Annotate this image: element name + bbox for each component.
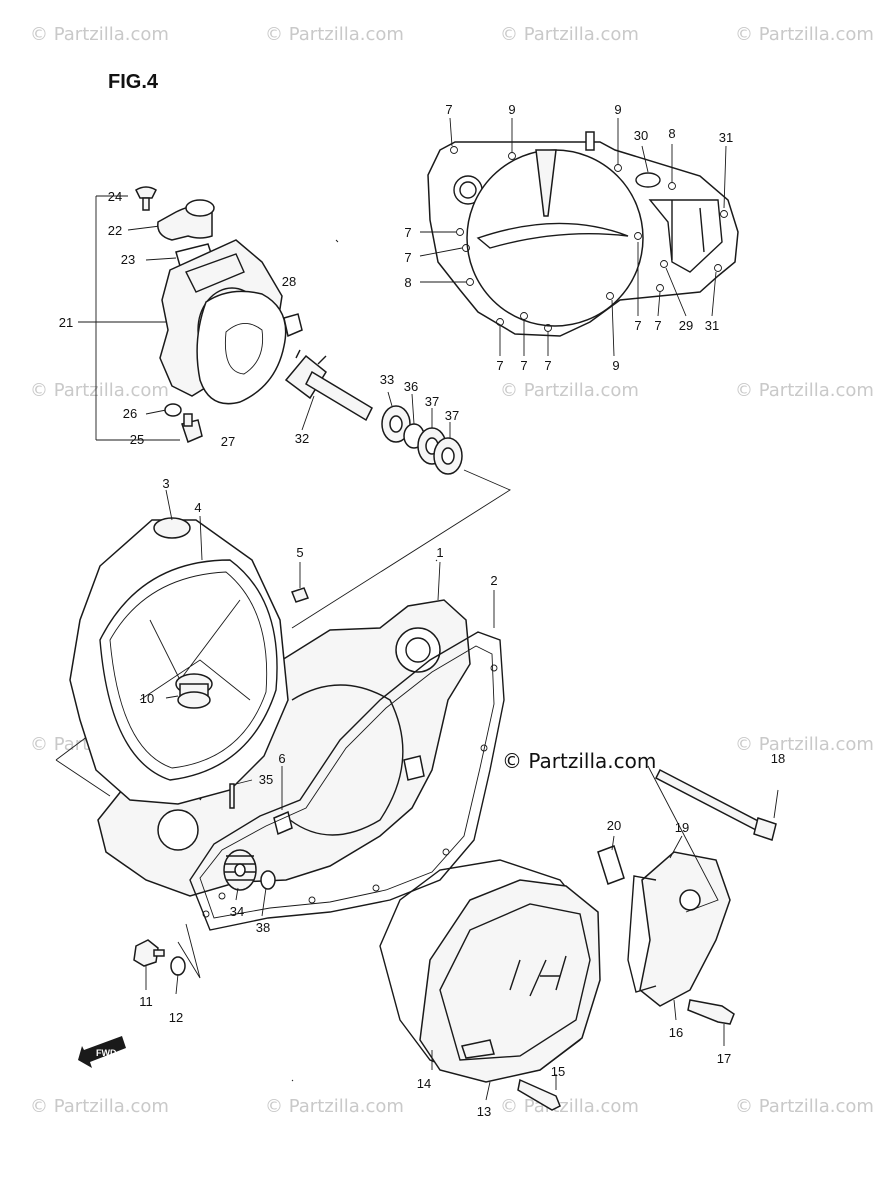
callout-37: 37 xyxy=(445,408,459,423)
callout-25: 25 xyxy=(130,432,144,447)
callout-37: 37 xyxy=(425,394,439,409)
callout-9: 9 xyxy=(508,102,515,117)
watermark: © Partzilla.com xyxy=(735,380,874,401)
spacer xyxy=(597,845,625,885)
leader-lines-middle xyxy=(145,489,779,1101)
callout-26: 26 xyxy=(123,406,137,421)
callout-15: 15 xyxy=(551,1064,565,1079)
callout-32: 32 xyxy=(295,431,309,446)
callout-17: 17 xyxy=(717,1051,731,1066)
callout-7: 7 xyxy=(404,250,411,265)
callout-5: 5 xyxy=(296,545,303,560)
dowel xyxy=(273,810,293,836)
watermark: © Partzilla.com xyxy=(735,1096,874,1117)
watermark: © Partzilla.com xyxy=(500,1096,639,1117)
callout-7: 7 xyxy=(404,225,411,240)
callout-33: 33 xyxy=(380,372,394,387)
watermark: © Partzilla.com xyxy=(265,1096,404,1117)
callout-8: 8 xyxy=(404,275,411,290)
callout-6: 6 xyxy=(278,751,285,766)
callout-labels: 7 9 9 30 8 31 7 7 8 7 7 29 31 7 7 7 9 24… xyxy=(59,102,785,1119)
bolt-washer-11-12 xyxy=(133,923,201,979)
registration-marks xyxy=(291,239,438,1082)
callout-27: 27 xyxy=(221,434,235,449)
callout-9: 9 xyxy=(614,102,621,117)
long-bolt xyxy=(647,765,777,913)
callout-13: 13 xyxy=(477,1104,491,1119)
callout-31: 31 xyxy=(705,318,719,333)
callout-3: 3 xyxy=(162,476,169,491)
watermark: © Partzilla.com xyxy=(30,24,169,45)
callout-22: 22 xyxy=(108,223,122,238)
watermark: © Partzilla.com xyxy=(500,24,639,45)
clutch-cover-inner xyxy=(69,517,289,805)
figure-title: FIG.4 xyxy=(108,71,159,93)
callout-11: 11 xyxy=(139,994,153,1009)
circlip xyxy=(260,870,276,890)
footer-mark xyxy=(320,1176,554,1186)
callout-36: 36 xyxy=(404,379,418,394)
callout-7: 7 xyxy=(445,102,452,117)
leader-lines-top-right xyxy=(419,117,727,357)
forward-arrow: FWD xyxy=(78,1036,126,1068)
callout-30: 30 xyxy=(634,128,648,143)
callout-38: 38 xyxy=(256,920,270,935)
callout-28: 28 xyxy=(282,274,296,289)
callout-31: 31 xyxy=(719,130,733,145)
callout-24: 24 xyxy=(108,189,122,204)
clutch-cover-outer xyxy=(427,131,739,337)
callout-19: 19 xyxy=(675,820,689,835)
callout-2: 2 xyxy=(490,573,497,588)
callout-7: 7 xyxy=(634,318,641,333)
dowel-pin xyxy=(291,587,309,603)
bearing-set xyxy=(381,391,463,475)
callout-10: 10 xyxy=(140,691,154,706)
callout-18: 18 xyxy=(771,751,785,766)
fwd-label: FWD xyxy=(96,1048,117,1058)
watermark: © Partzilla.com xyxy=(30,380,169,401)
callout-7: 7 xyxy=(496,358,503,373)
callout-29: 29 xyxy=(679,318,693,333)
water-pump-group xyxy=(78,186,303,444)
callout-7: 7 xyxy=(544,358,551,373)
sprocket-bolt xyxy=(687,999,735,1025)
impeller-shaft xyxy=(284,349,373,431)
watermark: © Partzilla.com xyxy=(30,1096,169,1117)
callout-34: 34 xyxy=(230,904,244,919)
callout-7: 7 xyxy=(520,358,527,373)
callout-23: 23 xyxy=(121,252,135,267)
callout-35: 35 xyxy=(259,772,273,787)
sprocket-cover-group xyxy=(627,851,731,1007)
callout-1: 1 xyxy=(436,545,443,560)
crankcase-gasket xyxy=(189,631,505,931)
pin xyxy=(229,783,235,809)
watermark: © Partzilla.com xyxy=(500,380,639,401)
alignment-line xyxy=(291,469,511,629)
kick-gear xyxy=(223,849,257,891)
cover-bolt xyxy=(517,1078,561,1111)
callout-16: 16 xyxy=(669,1025,683,1040)
watermark: © Partzilla.com xyxy=(265,24,404,45)
callout-14: 14 xyxy=(417,1076,431,1091)
callout-12: 12 xyxy=(169,1010,183,1025)
callout-9: 9 xyxy=(612,358,619,373)
brand-watermark: © Partzilla.com xyxy=(502,749,656,773)
magneto-cover xyxy=(379,859,601,1083)
callout-20: 20 xyxy=(607,818,621,833)
oil-filler-plug xyxy=(175,673,213,709)
callout-7: 7 xyxy=(654,318,661,333)
watermark: © Partzilla.com xyxy=(735,734,874,755)
callout-8: 8 xyxy=(668,126,675,141)
watermark: © Partzilla.com xyxy=(735,24,874,45)
callout-21: 21 xyxy=(59,315,73,330)
callout-4: 4 xyxy=(194,500,201,515)
